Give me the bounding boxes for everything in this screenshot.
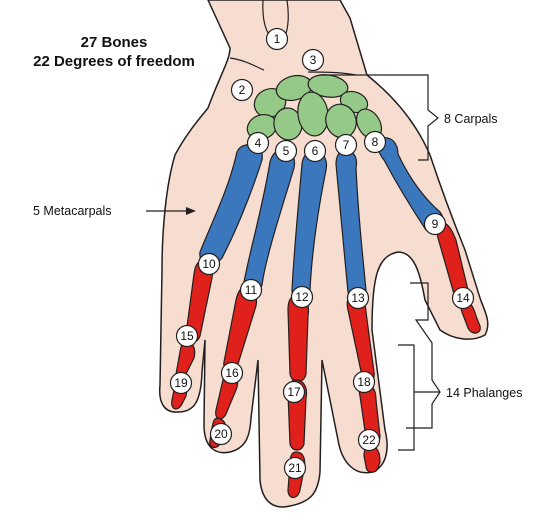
bone-number-14: 14 xyxy=(456,291,470,305)
carpals-label: 8 Carpals xyxy=(444,112,498,126)
bone-number-2: 2 xyxy=(239,83,246,97)
bone-number-6: 6 xyxy=(312,144,319,158)
bone-number-5: 5 xyxy=(283,144,290,158)
bone-number-10: 10 xyxy=(202,257,216,271)
bone-number-7: 7 xyxy=(343,138,350,152)
bone-number-17: 17 xyxy=(287,385,301,399)
bone-number-13: 13 xyxy=(351,291,365,305)
bones-count-title: 27 Bones xyxy=(14,34,214,51)
bone-number-16: 16 xyxy=(225,366,239,380)
bone-number-15: 15 xyxy=(180,329,194,343)
bone-number-12: 12 xyxy=(295,290,309,304)
bone-number-9: 9 xyxy=(432,217,439,231)
bone-number-1: 1 xyxy=(274,32,281,46)
bone-number-19: 19 xyxy=(174,376,188,390)
bone-number-4: 4 xyxy=(255,136,262,150)
bone-number-3: 3 xyxy=(310,53,317,67)
degrees-of-freedom-title: 22 Degrees of freedom xyxy=(14,53,214,70)
bone-number-21: 21 xyxy=(288,461,302,475)
metacarpals-label: 5 Metacarpals xyxy=(33,204,112,218)
bone-number-20: 20 xyxy=(214,427,228,441)
phalanges-label: 14 Phalanges xyxy=(446,386,522,400)
bone-number-11: 11 xyxy=(245,283,258,297)
bone-number-18: 18 xyxy=(357,375,371,389)
bone-number-22: 22 xyxy=(362,433,376,447)
bone-number-8: 8 xyxy=(372,135,379,149)
